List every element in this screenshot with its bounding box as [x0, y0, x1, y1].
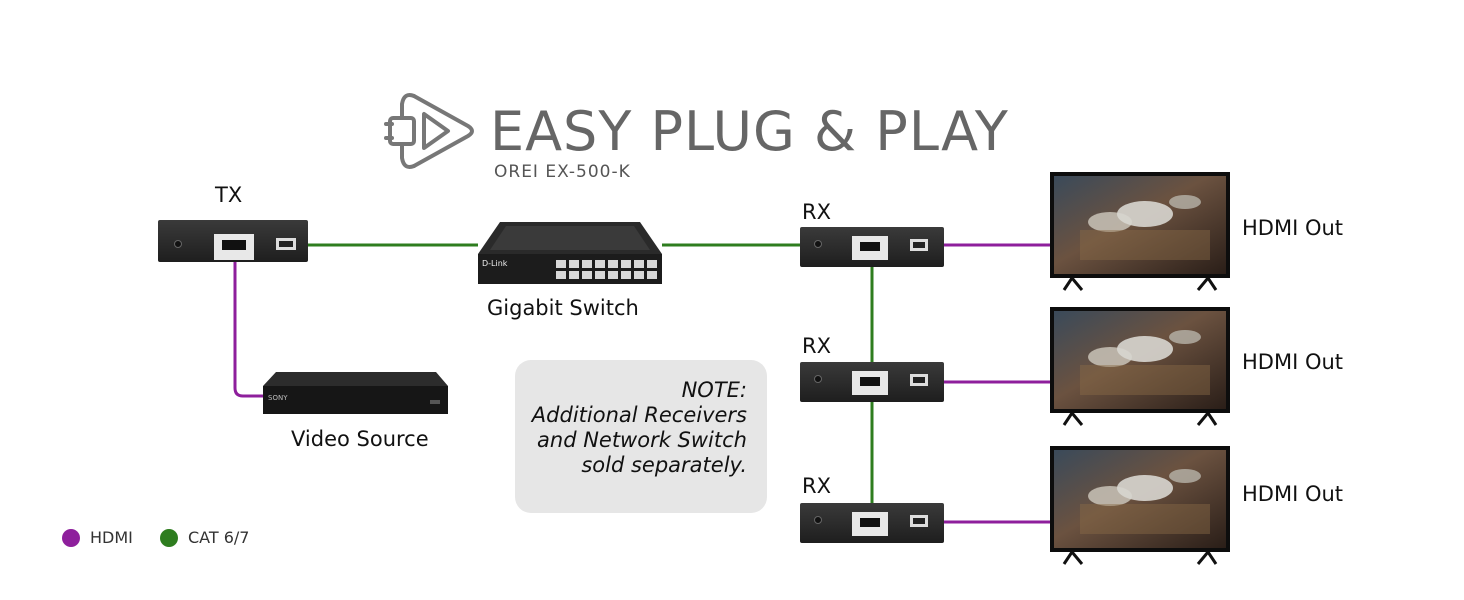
note-line-2: Additional Receivers — [531, 403, 747, 427]
note-box: NOTE: Additional Receivers and Network S… — [515, 360, 767, 513]
tv-display-1 — [1048, 170, 1232, 292]
page-title: EASY PLUG & PLAY — [490, 100, 1009, 163]
plug-play-icon — [384, 93, 474, 169]
video-source-player: SONY — [263, 372, 448, 414]
rx-receiver-3 — [799, 502, 945, 544]
rx-label-3: RX — [802, 474, 831, 498]
hdmi-cables — [233, 243, 1050, 524]
rx-receiver-2 — [799, 361, 945, 403]
cat-cables — [308, 243, 874, 503]
hdmi-color-dot — [62, 528, 80, 547]
rx-label-2: RX — [802, 334, 831, 358]
note-line-4: sold separately. — [581, 453, 747, 477]
legend-item-hdmi: HDMI — [62, 528, 133, 547]
legend-label-hdmi: HDMI — [90, 528, 133, 547]
tx-label: TX — [215, 183, 243, 207]
hdmi-out-label-1: HDMI Out — [1242, 216, 1344, 240]
tx-transmitter — [158, 220, 308, 262]
hdmi-cable-tx-source — [233, 262, 263, 398]
tv-display-3 — [1048, 444, 1232, 566]
hdmi-out-label-3: HDMI Out — [1242, 482, 1344, 506]
tv-display-2 — [1048, 305, 1232, 427]
legend-item-cat: CAT 6/7 — [160, 528, 249, 547]
model-subtitle: OREI EX-500-K — [494, 162, 631, 182]
note-line-3: and Network Switch — [537, 428, 747, 452]
switch-label: Gigabit Switch — [487, 296, 639, 320]
cat-color-dot — [160, 528, 178, 547]
note-line-1: NOTE: — [681, 378, 747, 402]
rx-label-1: RX — [802, 200, 831, 224]
gigabit-switch: D-Link — [478, 222, 662, 284]
rx-receiver-1 — [799, 226, 945, 268]
video-source-label: Video Source — [291, 427, 429, 451]
legend-label-cat: CAT 6/7 — [188, 528, 250, 547]
svg-text:D-Link: D-Link — [482, 259, 508, 268]
svg-text:SONY: SONY — [268, 394, 288, 402]
hdmi-out-label-2: HDMI Out — [1242, 350, 1344, 374]
